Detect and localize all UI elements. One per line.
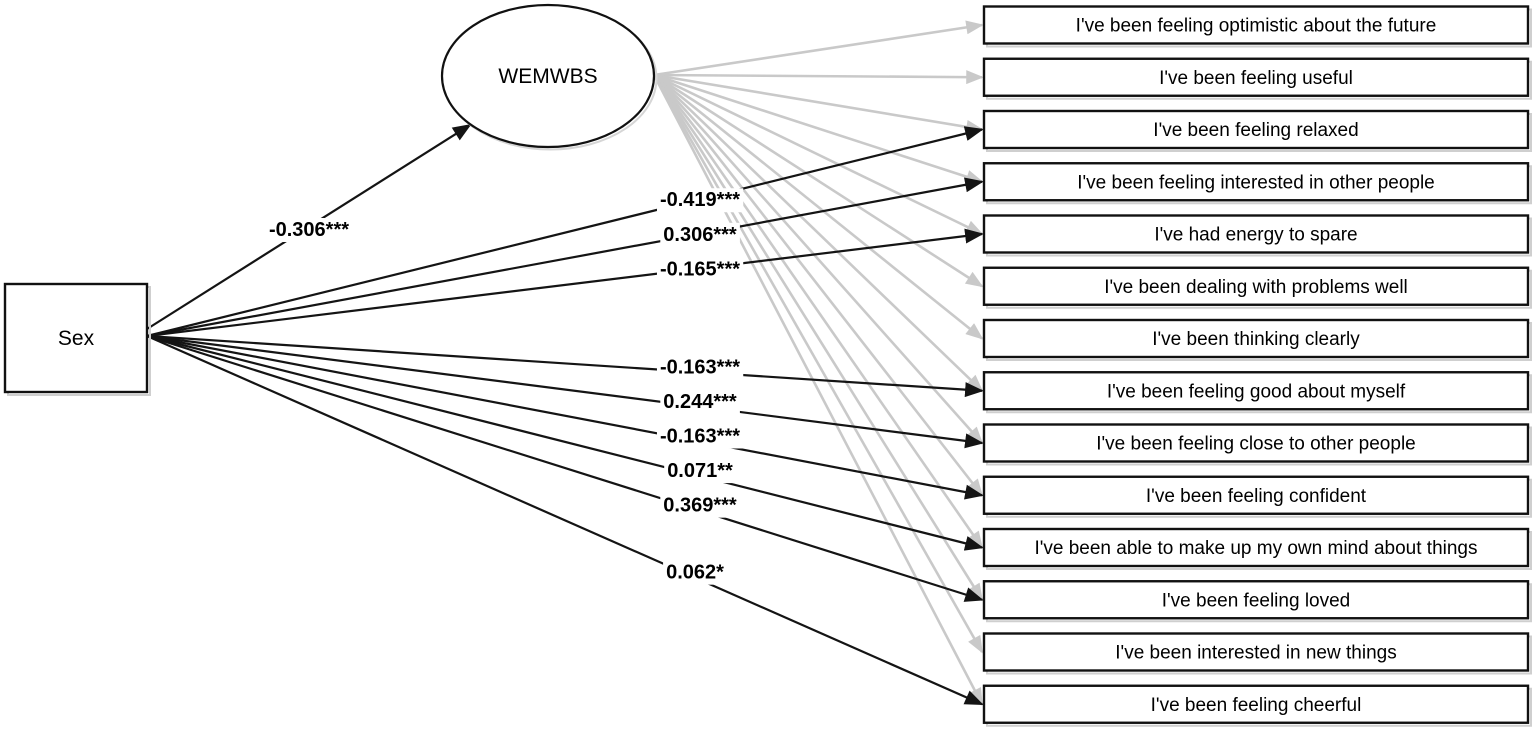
sex-label: Sex: [58, 327, 95, 350]
item-label: I've been feeling interested in other pe…: [1077, 172, 1435, 193]
item-box: I've been thinking clearly: [982, 318, 1532, 361]
item-box-rect: [982, 423, 1530, 463]
item-box-rect: [982, 57, 1530, 97]
item-label: I've been interested in new things: [1115, 643, 1396, 664]
factor-loading-edge: [653, 73, 984, 134]
sex-effect-edge: [146, 334, 984, 449]
item-box-rect: [982, 527, 1530, 568]
item-box: I've been feeling close to other people: [982, 423, 1532, 466]
factor-loading-edge: [652, 74, 984, 497]
item-box-rect: [982, 266, 1530, 306]
item-box-rect: [982, 684, 1530, 724]
sex-effect-edges: [146, 126, 984, 706]
item-box-rect: [982, 371, 1530, 411]
item-box: I've been interested in new things: [982, 632, 1532, 675]
factor-loading-edge: [653, 73, 984, 288]
item-label: I've been feeling confident: [1146, 486, 1367, 507]
item-label: I've been feeling good about myself: [1107, 381, 1406, 402]
item-box: I've been feeling good about myself: [982, 371, 1532, 414]
factor-loading-edge: [652, 74, 984, 602]
latent-loading-edges: [652, 20, 984, 706]
path-estimate-label: -0.165***: [660, 258, 740, 280]
estimate-label-background: [656, 355, 744, 380]
estimate-label-background: [664, 459, 737, 484]
item-box-rect: [982, 109, 1530, 150]
item-box: I've been feeling interested in other pe…: [982, 162, 1532, 205]
path-estimate-label: 0.071**: [667, 460, 733, 482]
path-estimate-label: 0.244***: [663, 391, 737, 413]
factor-loading-edge: [653, 73, 984, 184]
item-box-rect: [982, 475, 1530, 515]
factor-loading-edge: [653, 74, 984, 392]
item-label: I've had energy to spare: [1154, 225, 1357, 246]
item-label: I've been feeling close to other people: [1096, 434, 1415, 455]
sex-effect-edge: [146, 334, 984, 706]
item-boxes: I've been feeling optimistic about the f…: [982, 5, 1532, 727]
estimate-label-background: [660, 493, 740, 518]
estimate-label-background: [265, 218, 353, 242]
item-box-rect: [982, 632, 1530, 672]
path-estimate-labels: -0.419*** 0.306*** -0.165*** -0.163*** 0.244…: [265, 188, 744, 585]
item-box: I've been feeling optimistic about the f…: [982, 5, 1532, 48]
path-estimate-label: -0.419***: [660, 189, 740, 211]
factor-loading-edge: [652, 74, 984, 654]
item-label: I've been thinking clearly: [1152, 329, 1360, 350]
path-estimate-label: 0.306***: [663, 224, 737, 246]
path-estimate-label: 0.062*: [666, 562, 724, 584]
sex-effect-edge: [146, 334, 984, 551]
estimate-label-background: [660, 222, 740, 247]
item-box: I've been feeling useful: [982, 57, 1532, 100]
estimate-label-background: [656, 424, 744, 449]
estimate-label-background: [660, 389, 740, 414]
sex-effect-edge: [146, 334, 984, 602]
sex-effect-edge: [146, 126, 984, 338]
item-box: I've been feeling relaxed: [982, 109, 1532, 152]
item-box: I've been able to make up my own mind ab…: [982, 527, 1532, 570]
item-label: I've been able to make up my own mind ab…: [1034, 538, 1477, 559]
factor-loading-edge: [653, 74, 984, 445]
factor-loading-edge: [653, 73, 984, 236]
item-box-rect: [982, 214, 1530, 254]
estimate-label-background: [663, 560, 728, 585]
item-label: I've been feeling useful: [1159, 68, 1353, 89]
sex-effect-edge: [146, 334, 984, 398]
factor-loading-edge: [652, 74, 984, 706]
factor-loading-edge: [652, 74, 984, 549]
sex-effect-edge: [146, 177, 984, 338]
estimate-label-background: [656, 257, 744, 282]
estimate-label-background: [656, 188, 744, 213]
predictor-node-sex: Sex: [3, 282, 151, 396]
wemwbs-label: WEMWBS: [498, 65, 597, 88]
path-estimate-label: -0.306***: [269, 219, 349, 241]
item-label: I've been feeling cheerful: [1151, 695, 1362, 716]
item-label: I've been dealing with problems well: [1104, 277, 1408, 298]
factor-loading-edge: [653, 20, 984, 77]
item-box-rect: [982, 5, 1530, 45]
path-estimate-label: -0.163***: [660, 425, 740, 447]
latent-node-wemwbs: WEMWBS: [440, 3, 658, 151]
item-box-rect: [982, 580, 1530, 620]
path-estimate-label: 0.369***: [663, 495, 737, 517]
item-box: I've been feeling confident: [982, 475, 1532, 518]
item-label: I've been feeling optimistic about the f…: [1076, 16, 1437, 37]
item-box: I've been dealing with problems well: [982, 266, 1532, 309]
item-box-rect: [982, 318, 1530, 359]
factor-loading-edge: [653, 70, 984, 85]
sex-effect-edge: [146, 228, 984, 338]
item-box: I've been feeling cheerful: [982, 684, 1532, 727]
item-box-rect: [982, 162, 1530, 202]
item-box: I've been feeling loved: [982, 580, 1532, 623]
item-label: I've been feeling relaxed: [1153, 120, 1358, 141]
item-box: I've had energy to spare: [982, 214, 1532, 257]
item-label: I've been feeling loved: [1162, 590, 1351, 611]
factor-loading-edge: [653, 73, 984, 340]
sex-box: [3, 282, 149, 394]
sex-effect-edge: [146, 334, 984, 500]
wemwbs-ellipse: [440, 3, 656, 149]
path-estimate-label: -0.163***: [660, 356, 740, 378]
